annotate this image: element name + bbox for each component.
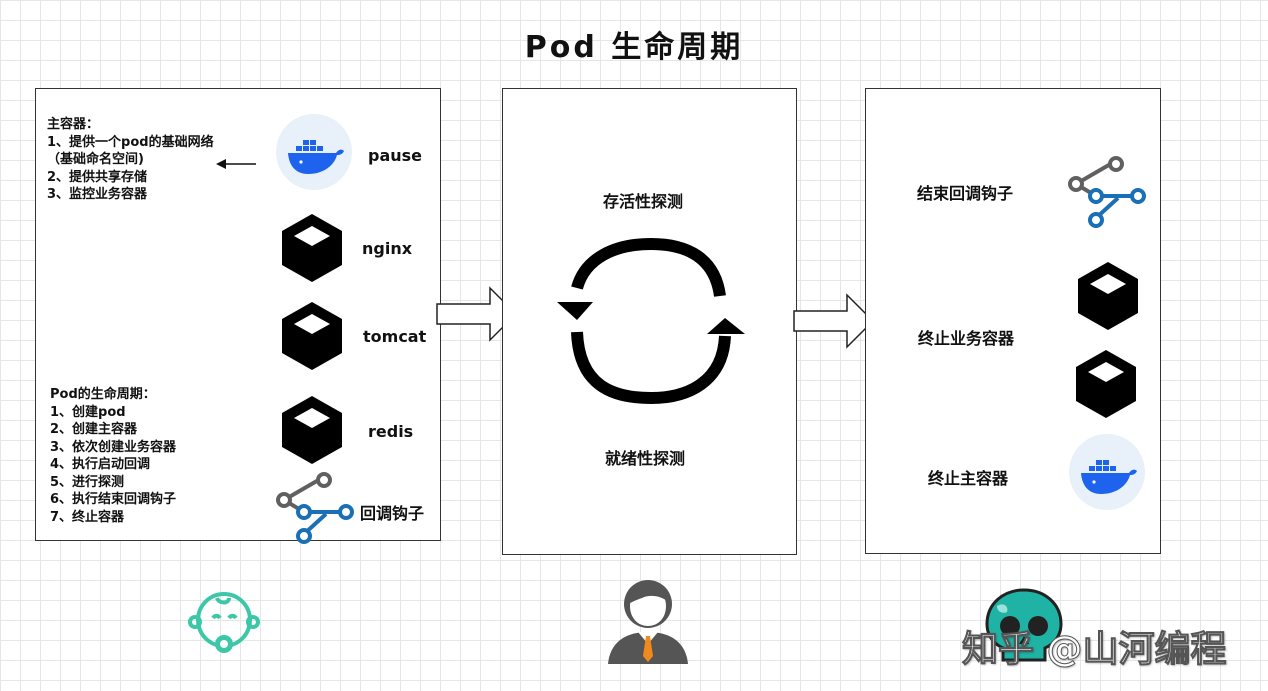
cycle-arrows-icon — [557, 237, 745, 405]
container-cube-icon — [1078, 262, 1138, 330]
docker-whale-icon — [276, 114, 352, 190]
person-icon — [608, 580, 688, 664]
container-label-nginx: nginx — [362, 239, 413, 258]
container-cube-icon — [282, 302, 342, 370]
container-cube-icon — [282, 396, 342, 464]
container-cube-icon — [1076, 350, 1136, 418]
container-label-pause: pause — [368, 146, 423, 165]
stop-business-label: 终止业务容器 — [918, 329, 1015, 348]
hook-share-icon — [1068, 156, 1146, 228]
container-cube-icon — [282, 214, 342, 282]
baby-icon — [188, 592, 260, 653]
readiness-probe-label: 就绪性探测 — [605, 449, 686, 468]
skull-icon — [985, 588, 1063, 662]
end-hook-label: 结束回调钩子 — [917, 184, 1014, 203]
lifecycle-note: Pod的生命周期： 1、创建pod 2、创建主容器 3、依次创建业务容器 4、执… — [50, 387, 177, 525]
hook-share-icon — [276, 472, 354, 544]
page-title: Pod 生命周期 — [524, 30, 744, 65]
watermark: 知乎 @山河编程 — [962, 629, 1228, 671]
container-label-tomcat: tomcat — [363, 327, 427, 346]
container-label-redis: redis — [368, 422, 414, 441]
docker-whale-icon — [1069, 434, 1145, 510]
liveness-probe-label: 存活性探测 — [603, 192, 684, 211]
hook-label: 回调钩子 — [360, 504, 425, 523]
arrow-left-icon — [216, 159, 256, 169]
middle-panel — [502, 88, 797, 555]
stop-main-label: 终止主容器 — [928, 469, 1009, 488]
main-container-note: 主容器： 1、提供一个pod的基础网络 （基础命名空间) 2、提供共享存储 3、… — [47, 117, 214, 202]
arrow-right-icon — [793, 293, 875, 349]
